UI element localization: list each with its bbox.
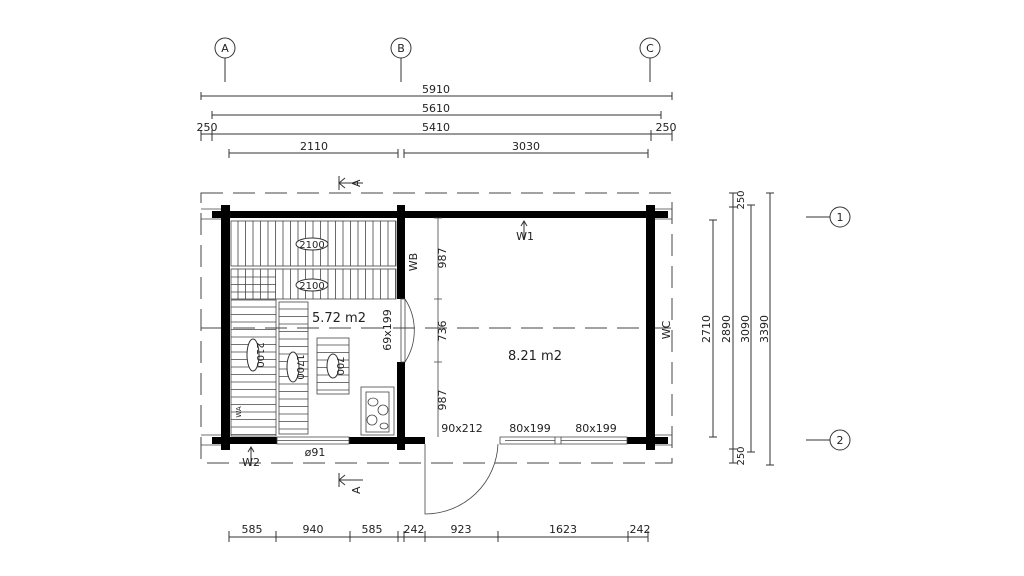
- dim-2890: 2890: [720, 315, 733, 343]
- dim-2110: 2110: [300, 140, 328, 153]
- walls: [212, 205, 668, 450]
- bench-length-middle: 1700: [294, 354, 305, 379]
- stove: [360, 386, 395, 436]
- top-dimensions: 5910 5610 250 5410 250 2110 3030: [197, 83, 677, 158]
- bottom-dim-label: 242: [404, 523, 425, 536]
- wall-label: W2: [242, 456, 260, 469]
- bench-labels: 2100 2100 2100 1700 700: [246, 237, 345, 383]
- wall-marker-w1: W1: [516, 220, 534, 243]
- openings: [276, 298, 628, 515]
- wall-marker-wc: WC: [660, 320, 673, 339]
- sauna-door-swing: [404, 298, 415, 363]
- section-marker-bottom: A: [338, 473, 363, 494]
- dim-3090: 3090: [739, 315, 752, 343]
- bottom-dim-label: 242: [630, 523, 651, 536]
- section-marker-top: A: [338, 176, 363, 190]
- dim-250-bottom: 250: [736, 446, 747, 465]
- axis-1: 1: [806, 206, 851, 228]
- dim-987-bottom: 987: [436, 390, 449, 411]
- axis-label: 1: [837, 211, 844, 224]
- section-label: A: [350, 179, 363, 187]
- dim-736: 736: [436, 321, 449, 342]
- sauna-benches: [230, 220, 397, 437]
- axis-label: 2: [837, 434, 844, 447]
- axis-b: B: [390, 37, 412, 82]
- room-area-main: 8.21 m2: [508, 349, 562, 364]
- axis-label: B: [397, 42, 405, 55]
- bottom-dim-label: 585: [362, 523, 383, 536]
- bottom-dimensions: 585 940 585 242 923 1623 242: [228, 523, 651, 542]
- wall-marker-wb: WB: [407, 253, 420, 271]
- axis-c: C: [639, 37, 661, 82]
- section-label: A: [350, 486, 363, 494]
- dim-5410: 5410: [422, 121, 450, 134]
- wall-label: WC: [660, 320, 673, 339]
- wall-label: WB: [407, 253, 420, 271]
- dim-2710: 2710: [700, 315, 713, 343]
- dim-987-top: 987: [436, 248, 449, 269]
- room-area-sauna: 5.72 m2: [312, 311, 366, 326]
- entry-door-swing: [424, 443, 499, 515]
- wall-label: W1: [516, 230, 534, 243]
- window-1-size: 80x199: [509, 422, 551, 435]
- dim-3390: 3390: [758, 315, 771, 343]
- sauna-door-size: 69x199: [381, 309, 394, 351]
- bottom-dim-label: 585: [242, 523, 263, 536]
- axis-2: 2: [806, 429, 851, 451]
- dim-250-top: 250: [736, 190, 747, 209]
- wall-b-dimensions: 987 736 987: [434, 217, 449, 437]
- bench-length-top: 2100: [299, 240, 324, 251]
- entry-door-size: 90x212: [441, 422, 483, 435]
- vent-size: ø91: [305, 446, 326, 459]
- dim-5610: 5610: [422, 102, 450, 115]
- wall-marker-w2: W2: [242, 446, 260, 469]
- bottom-dim-label: 1623: [549, 523, 577, 536]
- axis-label: A: [221, 42, 229, 55]
- dim-5910: 5910: [422, 83, 450, 96]
- dim-3030: 3030: [512, 140, 540, 153]
- bottom-dim-label: 923: [451, 523, 472, 536]
- dim-250-right: 250: [656, 121, 677, 134]
- bench-length-second: 2100: [299, 281, 324, 292]
- window-2-size: 80x199: [575, 422, 617, 435]
- dim-250-left: 250: [197, 121, 218, 134]
- axis-a: A: [214, 37, 236, 82]
- wall-label-small: WA: [235, 406, 243, 418]
- roof-outline: [200, 192, 673, 464]
- grill-length: 700: [334, 356, 345, 375]
- axis-label: C: [646, 42, 654, 55]
- bottom-dim-label: 940: [303, 523, 324, 536]
- bench-length-left: 2100: [254, 342, 265, 367]
- right-dimensions: 2710 2890 250 250 3090 3390: [700, 190, 774, 466]
